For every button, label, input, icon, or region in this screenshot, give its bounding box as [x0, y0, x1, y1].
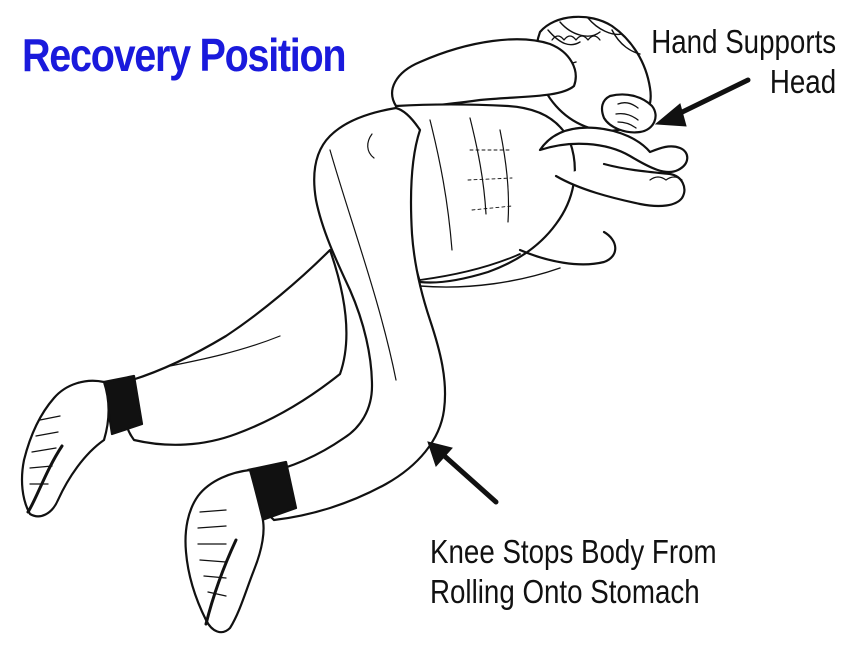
knee-stops-body-label: Knee Stops Body From Rolling Onto Stomac… [430, 532, 717, 611]
hand-label-line-1: Hand Supports [651, 22, 836, 62]
bottom-leg-shape [124, 250, 346, 445]
front-shoe-shape [186, 470, 264, 632]
knee-label-line-2: Rolling Onto Stomach [430, 572, 717, 612]
hand-supports-head-label: Hand Supports Head [651, 22, 836, 101]
page-title: Recovery Position [22, 28, 345, 82]
hand-label-line-2: Head [651, 62, 836, 102]
knee-arrow [428, 442, 496, 502]
back-shoe-shape [22, 381, 109, 517]
torso-shape [396, 105, 575, 283]
knee-label-line-1: Knee Stops Body From [430, 532, 717, 572]
